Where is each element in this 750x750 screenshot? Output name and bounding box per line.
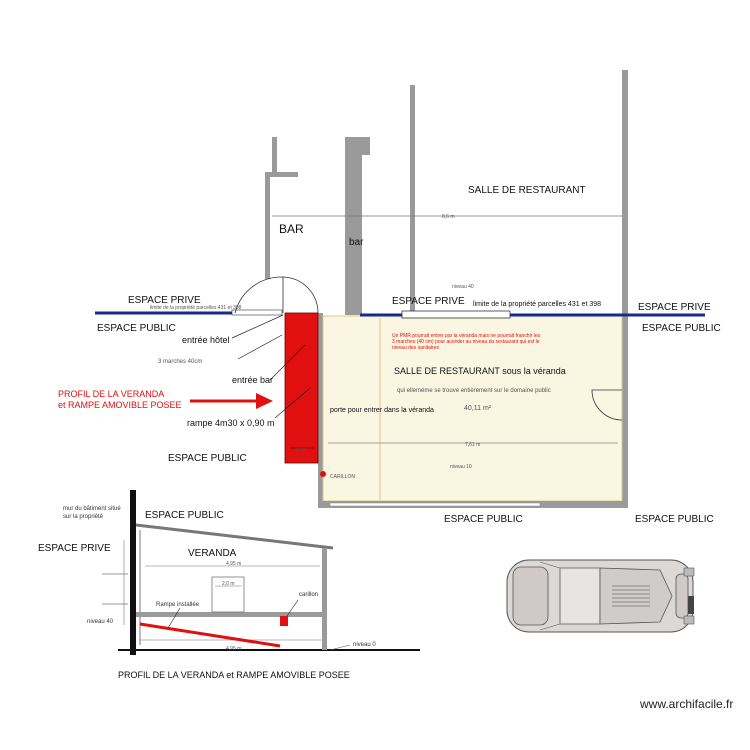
label-dim-section-bottom: 4,95 m xyxy=(226,646,241,652)
section-profile xyxy=(102,490,420,655)
label-espace-public-bottom-right: ESPACE PUBLIC xyxy=(635,514,714,525)
label-dim-section-top: 4,95 m xyxy=(226,561,241,567)
leader-lines xyxy=(231,314,311,419)
label-limite-right: limite de la propriété parcelles 431 et … xyxy=(473,301,601,308)
label-profil-line2: et RAMPE AMOVIBLE POSEE xyxy=(58,400,182,410)
wall-bar-left xyxy=(265,172,270,279)
label-niveau-40: niveau 40 xyxy=(87,619,114,625)
veranda-door-swing xyxy=(591,389,623,421)
watermark: www.archifacile.fr xyxy=(639,697,733,711)
label-bar-room: BAR xyxy=(279,222,304,236)
dimension-top: 8,6 m xyxy=(272,214,622,220)
wall-bar-column xyxy=(345,137,362,315)
veranda-bottom-glass xyxy=(329,502,541,507)
label-bar-small: bar xyxy=(349,237,364,248)
wall-entry-a xyxy=(318,313,323,508)
label-rampe-installee: Rampe installée xyxy=(156,602,200,608)
pmr-note-1: Un PMR pourrait entrer par la véranda ma… xyxy=(392,333,541,339)
label-espace-public-section: ESPACE PUBLIC xyxy=(145,510,224,521)
veranda-floor xyxy=(322,315,623,502)
boundary-window-left xyxy=(231,309,283,316)
label-niveau-0: niveau 0 xyxy=(353,642,376,648)
label-carillon-section: carillon xyxy=(299,592,318,598)
dim-veranda-label: 7,61 m xyxy=(465,442,480,448)
wall-bar-column-cap xyxy=(345,137,370,155)
label-porte: porte pour entrer dans la véranda xyxy=(330,407,434,414)
pmr-note-2: 3 marches (40 cm) pour accéder au niveau… xyxy=(392,339,540,345)
label-espace-prive-section: ESPACE PRIVE xyxy=(38,543,111,554)
boundary-window xyxy=(401,310,511,319)
profile-arrow xyxy=(190,393,273,409)
label-entree-hotel: entrée hôtel xyxy=(182,335,230,345)
label-limite-left: limite de la propriété parcelles 431 et … xyxy=(150,305,242,311)
bar-door-swing xyxy=(282,276,319,314)
label-salle-restaurant: SALLE DE RESTAURANT xyxy=(468,185,586,196)
label-espace-public-right: ESPACE PUBLIC xyxy=(642,323,721,334)
carillon-dot xyxy=(320,471,326,477)
label-niveau10-plan: niveau 10 xyxy=(450,464,472,470)
dim-top-label: 8,6 m xyxy=(442,214,455,220)
label-profil-line1: PROFIL DE LA VERANDA xyxy=(58,389,164,399)
label-veranda-title: SALLE DE RESTAURANT sous la véranda xyxy=(394,366,566,376)
label-area: 40,11 m² xyxy=(464,405,492,412)
label-espace-public-bottom-mid: ESPACE PUBLIC xyxy=(444,514,523,525)
label-mur-line2: sur la propriété xyxy=(63,514,104,520)
car-icon xyxy=(506,559,695,633)
dim-ramp-label: 0,90 xyxy=(296,448,306,454)
label-marches: 3 marches 40cm xyxy=(158,359,202,365)
label-niveau40-plan: niveau 40 xyxy=(452,284,474,290)
label-entree-bar: entrée bar xyxy=(232,375,273,385)
label-espace-prive-right: ESPACE PRIVE xyxy=(638,302,711,313)
label-veranda-subtitle: qui elleméme se trouve entièrement sur l… xyxy=(397,388,551,394)
pmr-note-3: niveau des sanitaires xyxy=(392,345,439,351)
label-espace-public-center: ESPACE PUBLIC xyxy=(168,453,247,464)
wall-bar-top xyxy=(272,137,277,175)
label-dim-section-door: 2,0 m xyxy=(222,581,235,587)
label-espace-prive-left: ESPACE PRIVE xyxy=(128,295,201,306)
label-espace-public-left: ESPACE PUBLIC xyxy=(97,323,176,334)
wall-bar-notch xyxy=(265,172,298,177)
ramp-plan xyxy=(284,312,319,464)
label-carillon: CARILLON xyxy=(330,474,355,480)
property-boundary xyxy=(95,311,705,317)
label-veranda-section: VERANDA xyxy=(188,548,237,559)
hotel-door-swing xyxy=(234,276,284,314)
label-profil-bottom: PROFIL DE LA VERANDA et RAMPE AMOVIBLE P… xyxy=(118,670,350,680)
wall-right xyxy=(622,70,628,508)
label-rampe: rampe 4m30 x 0,90 m xyxy=(187,418,275,428)
label-espace-prive-mid: ESPACE PRIVE xyxy=(392,296,465,307)
label-mur-line1: mur du bâtiment situé xyxy=(63,506,121,512)
wall-middle xyxy=(410,85,415,315)
